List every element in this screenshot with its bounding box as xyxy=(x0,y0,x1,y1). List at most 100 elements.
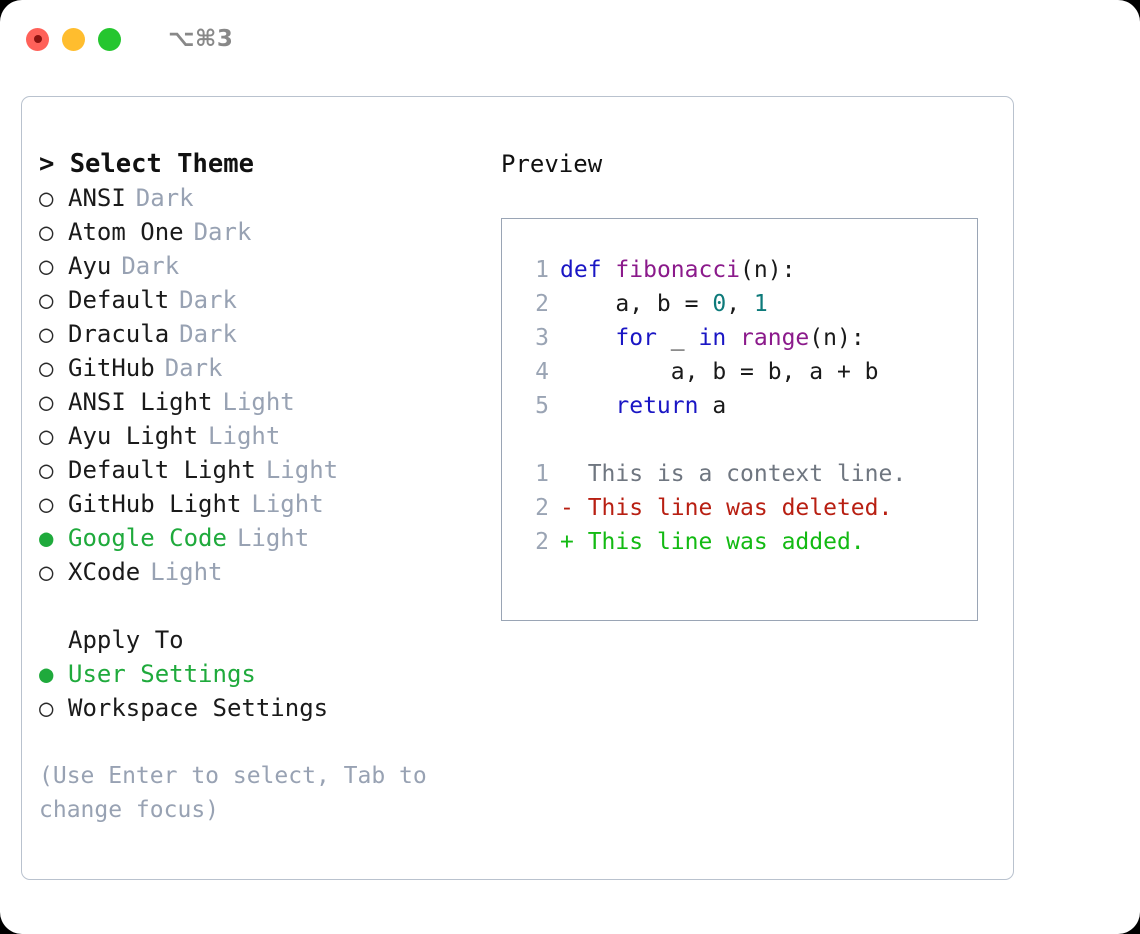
diff-text: This is a context line. xyxy=(573,461,907,487)
code-token-kw: def xyxy=(560,257,602,283)
theme-option-label: Default Light xyxy=(68,456,256,484)
code-line-content: def fibonacci(n): xyxy=(560,253,795,287)
radio-unselected-icon: ○ xyxy=(39,694,54,722)
keyboard-shortcut-label: ⌥⌘3 xyxy=(168,26,234,52)
theme-option-tag: Dark xyxy=(179,320,237,348)
diff-sign: - xyxy=(560,495,574,521)
code-line-content: for _ in range(n): xyxy=(560,321,865,355)
code-line: 4 a, b = b, a + b xyxy=(520,355,977,389)
theme-option-label: Default xyxy=(68,286,170,314)
code-token-plain: (n): xyxy=(809,325,865,351)
diff-line: 2- This line was deleted. xyxy=(520,491,977,525)
radio-unselected-icon: ○ xyxy=(39,252,54,280)
theme-option-tag: Dark xyxy=(135,184,194,212)
theme-option-label: GitHub Light xyxy=(68,490,242,518)
radio-unselected-icon: ○ xyxy=(39,218,54,246)
code-token-num: 0 xyxy=(712,291,727,317)
diff-line: 2 + This line was added. xyxy=(520,525,977,559)
theme-option-tag: Dark xyxy=(179,286,237,314)
theme-option-label: XCode xyxy=(68,558,141,586)
keyboard-hint-text: (Use Enter to select, Tab to change focu… xyxy=(39,763,441,823)
code-token-plain: a, b = b, a + b xyxy=(560,359,879,385)
radio-unselected-icon: ○ xyxy=(39,422,54,450)
apply-to-option-workspace-settings[interactable]: ○ Workspace Settings xyxy=(39,691,482,725)
maximize-button[interactable] xyxy=(98,27,121,51)
minimize-button[interactable] xyxy=(62,27,85,51)
diff-line-number: 2 xyxy=(535,529,549,555)
theme-option-label: GitHub xyxy=(68,354,155,382)
apply-to-option-user-settings[interactable]: ●User Settings xyxy=(39,657,482,691)
theme-option-tag: Light xyxy=(208,422,281,450)
diff-sample: 1 This is a context line.2- This line wa… xyxy=(520,457,977,559)
code-line-number: 1 xyxy=(535,257,549,283)
code-token-plain: _ xyxy=(656,325,699,351)
code-line: 1 def fibonacci(n): xyxy=(520,253,977,287)
theme-option-tag: Dark xyxy=(164,354,223,382)
radio-unselected-icon: ○ xyxy=(39,490,54,518)
apply-to-list[interactable]: ●User Settings ○ Workspace Settings xyxy=(39,657,482,725)
theme-option-github[interactable]: ○ GitHub Dark xyxy=(39,351,482,385)
theme-option-github-light[interactable]: ○ GitHub Light Light xyxy=(39,487,482,521)
code-token-fn: fibonacci xyxy=(615,257,741,283)
code-token-plain: a xyxy=(698,393,727,419)
theme-option-tag: Light xyxy=(251,490,324,518)
apply-to-option-label: Workspace Settings xyxy=(68,694,329,722)
theme-option-label: ANSI Light xyxy=(68,388,213,416)
theme-option-tag: Light xyxy=(265,456,339,484)
theme-option-tag: Light xyxy=(150,558,223,586)
code-line-content: a, b = b, a + b xyxy=(560,355,879,389)
title-bar: ⌥⌘3 xyxy=(0,0,1140,78)
diff-line: 1 This is a context line. xyxy=(520,457,977,491)
theme-option-ayu[interactable]: ○ Ayu Dark xyxy=(39,249,482,283)
close-button[interactable] xyxy=(26,27,49,51)
radio-unselected-icon: ○ xyxy=(39,354,54,382)
theme-option-tag: Light xyxy=(222,388,295,416)
theme-option-label: Google Code xyxy=(68,524,227,552)
theme-option-tag: Light xyxy=(236,524,310,552)
theme-option-label: Ayu xyxy=(68,252,112,280)
radio-unselected-icon: ○ xyxy=(39,184,54,212)
apply-to-option-label: User Settings xyxy=(68,660,256,688)
code-token-plain xyxy=(726,325,740,351)
code-line-content: return a xyxy=(560,389,726,423)
preview-header: Preview xyxy=(501,150,603,178)
code-line: 5 return a xyxy=(520,389,977,423)
theme-option-default[interactable]: ○ Default Dark xyxy=(39,283,482,317)
theme-option-dracula[interactable]: ○ Dracula Dark xyxy=(39,317,482,351)
code-line: 2 a, b = 0, 1 xyxy=(520,287,977,321)
traffic-light-group xyxy=(26,27,121,51)
code-token-plain xyxy=(560,393,615,419)
radio-unselected-icon: ○ xyxy=(39,320,54,348)
code-line-number: 4 xyxy=(535,359,549,385)
code-token-fn: range xyxy=(740,325,810,351)
code-line-content: a, b = 0, 1 xyxy=(560,287,767,321)
code-line-number: 3 xyxy=(535,325,549,351)
diff-text: This line was added. xyxy=(573,529,865,555)
code-token-plain: (n): xyxy=(740,257,796,283)
radio-selected-icon: ● xyxy=(39,524,54,552)
radio-unselected-icon: ○ xyxy=(39,286,54,314)
theme-option-label: Dracula xyxy=(68,320,170,348)
select-theme-header: > Select Theme xyxy=(39,149,254,179)
code-line-number: 5 xyxy=(535,393,549,419)
theme-option-tag: Dark xyxy=(121,252,180,280)
diff-text: This line was deleted. xyxy=(573,495,893,521)
diff-sign: + xyxy=(560,529,574,555)
apply-to-header: Apply To xyxy=(68,626,184,654)
theme-option-google-code[interactable]: ● Google Code Light xyxy=(39,521,482,555)
diff-line-number: 2 xyxy=(535,495,549,521)
code-token-plain: a, b = xyxy=(560,291,713,317)
code-token-kw: for xyxy=(615,325,657,351)
